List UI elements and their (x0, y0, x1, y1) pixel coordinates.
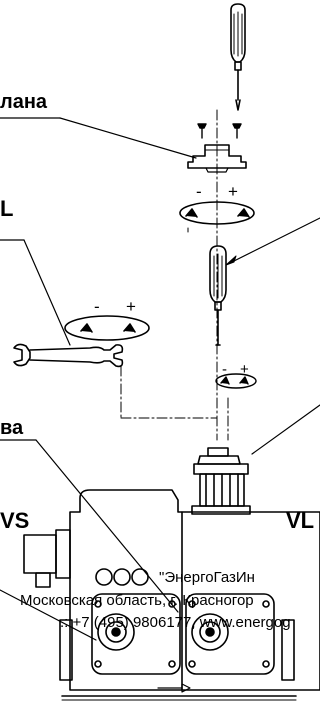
cap-plus: + (228, 182, 238, 201)
leader-lower-right (251, 404, 320, 455)
leader-mid-left-diag (23, 239, 71, 346)
wrench-plus: + (126, 297, 136, 316)
leader-mid-right (227, 217, 320, 265)
wrench-minus: - (94, 297, 100, 316)
wrench-rotation-arrow (64, 315, 150, 341)
label-mid-left: L (0, 196, 13, 221)
watermark-line1: "ЭнергоГазИн (159, 569, 255, 586)
middle-screwdriver (209, 245, 227, 346)
valve-assembly (23, 447, 320, 701)
label-top-left: лана (0, 91, 48, 113)
wrench (13, 343, 124, 368)
guide-lines (120, 109, 229, 441)
leader-lower-left-2 (0, 589, 97, 641)
flow-arrow (157, 683, 191, 693)
watermark-line2: Московская область, г. Красногор (20, 592, 254, 609)
small-rotation-arrow (215, 373, 257, 389)
leader-lower-left-diag (35, 439, 179, 613)
leader-top-diag (59, 117, 197, 159)
label-lower-left: ва (0, 417, 24, 439)
watermark-line3: .: +7 (495) 9806177, www.energog (60, 614, 291, 631)
small-minus: - (222, 361, 227, 378)
cap-screws (197, 123, 242, 139)
top-screwdriver (230, 3, 246, 111)
small-plus: + (240, 361, 249, 378)
label-vs: VS (0, 508, 29, 533)
cap-minus: - (196, 182, 202, 201)
label-vl: VL (286, 508, 314, 533)
